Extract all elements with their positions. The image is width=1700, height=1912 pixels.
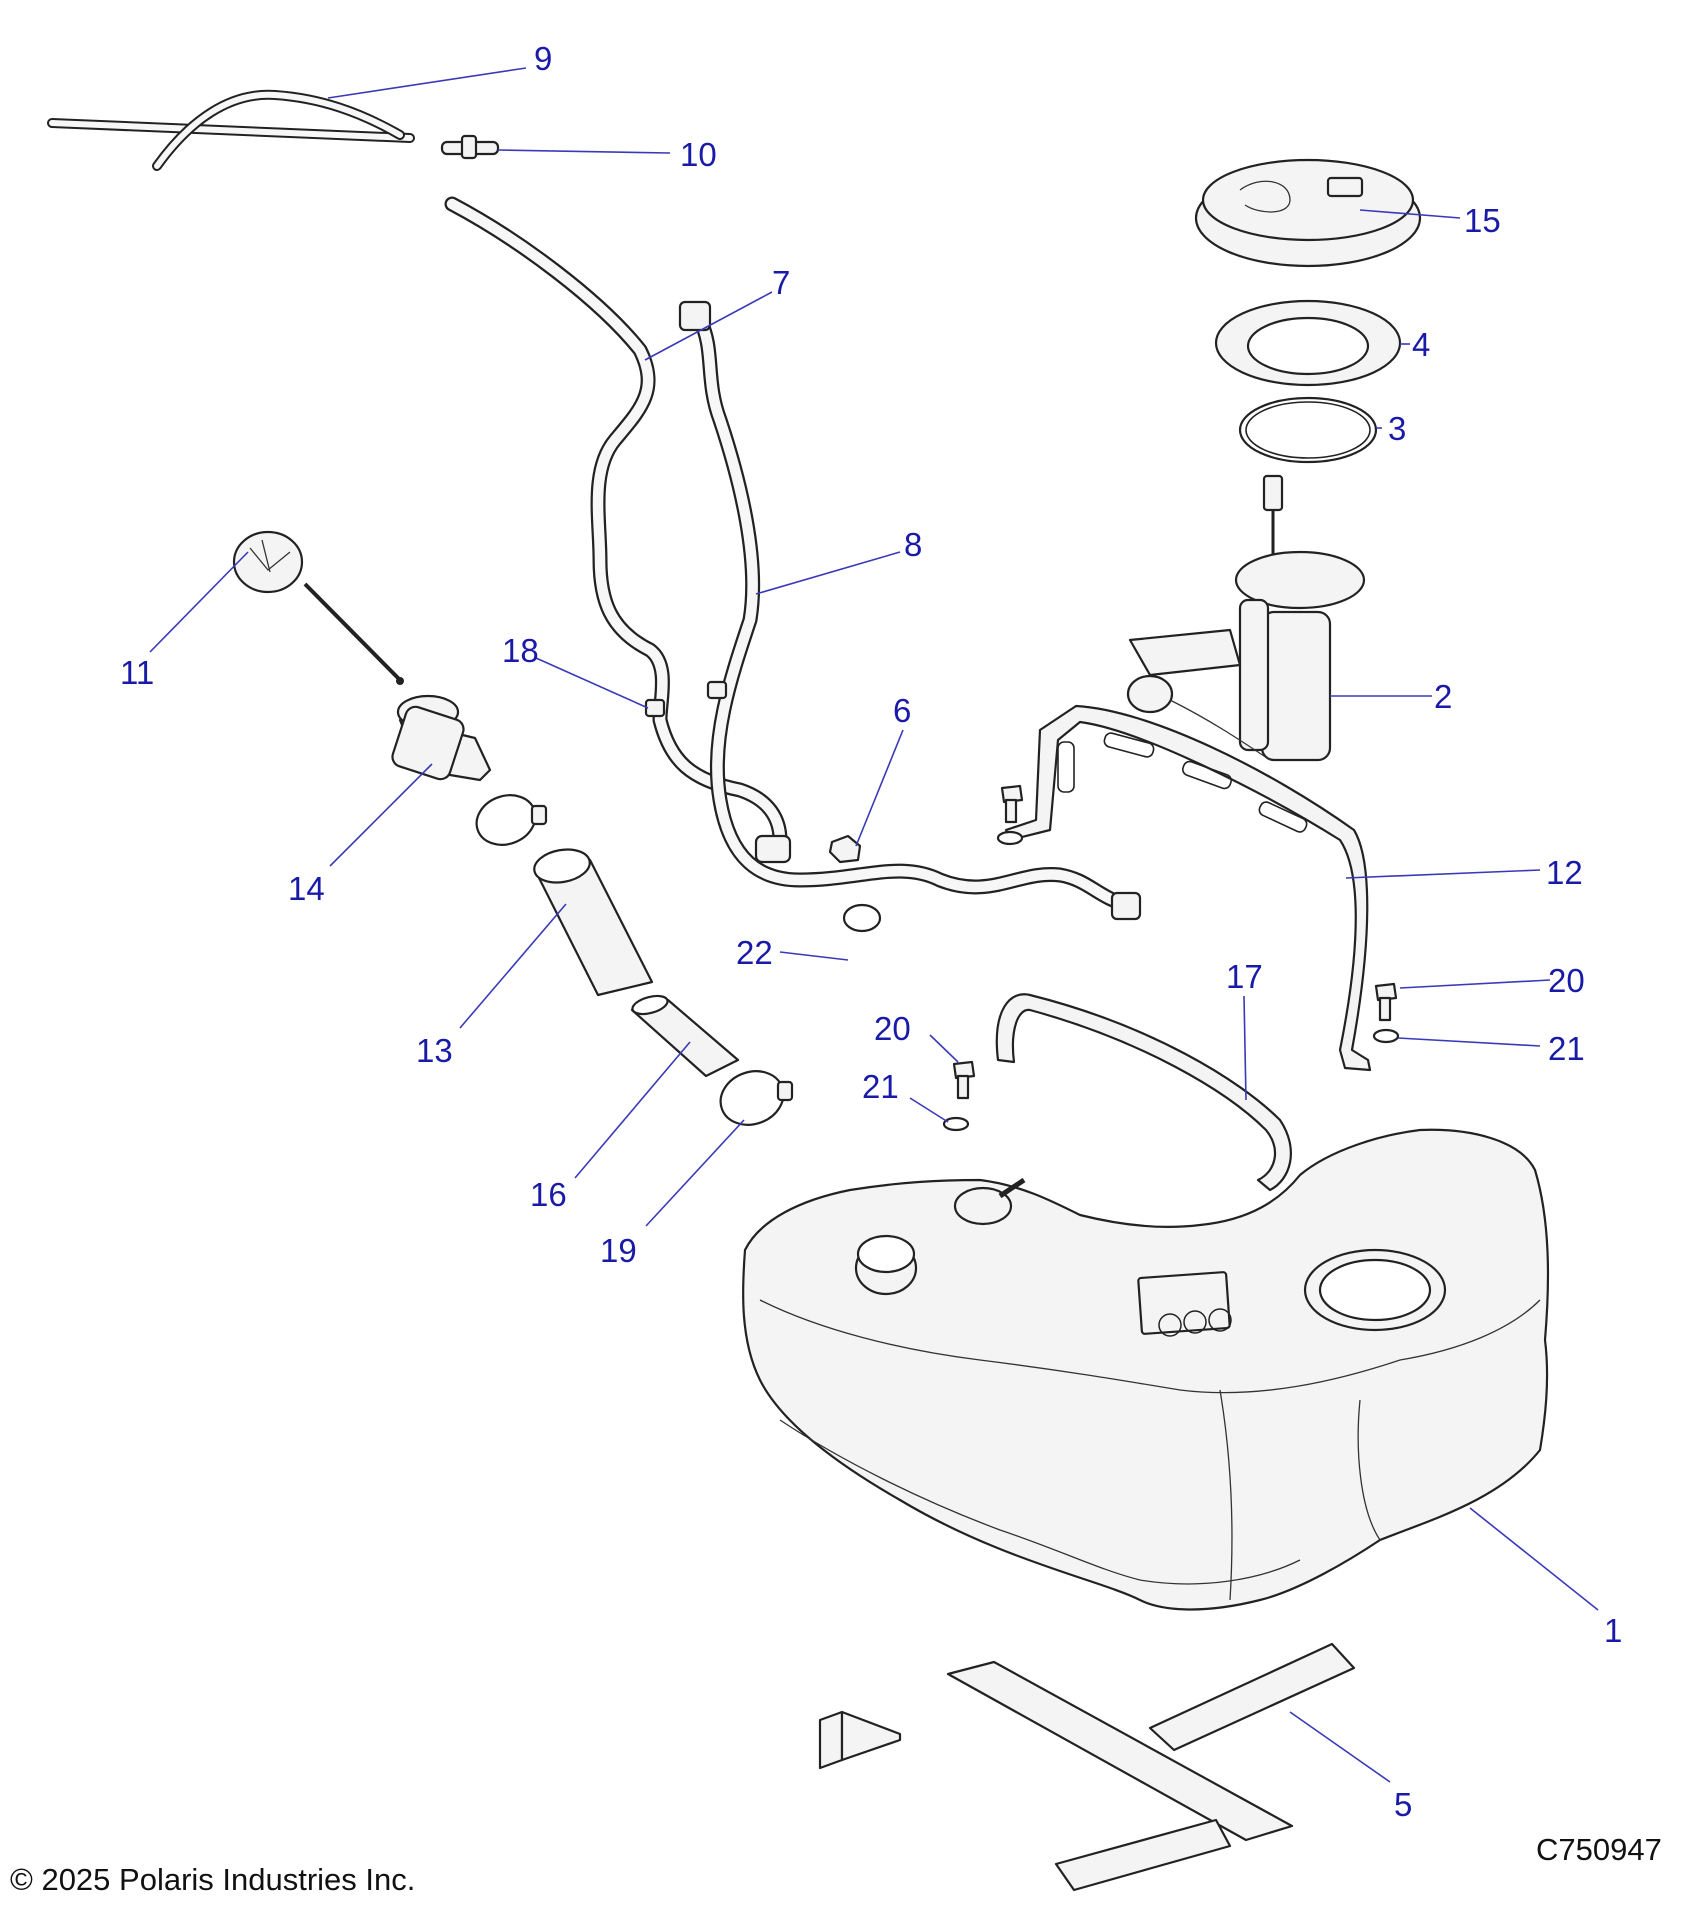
callout-1: 1	[1604, 1612, 1622, 1649]
callout-7: 7	[772, 264, 790, 301]
part-13-filler-hose	[533, 848, 654, 997]
part-17-tank-strap-rear	[995, 993, 1292, 1192]
part-18-hose-clip	[644, 680, 728, 718]
callout-4: 4	[1412, 326, 1430, 363]
part-19-hose-clamp-lower	[719, 1070, 794, 1126]
callout-9: 9	[534, 40, 552, 77]
callout-20-mid: 20	[874, 1010, 911, 1047]
part-8-fuel-line	[678, 300, 1142, 921]
part-21-washer-left	[996, 830, 1024, 846]
callout-15: 15	[1464, 202, 1501, 239]
leader-lines	[149, 67, 1599, 1783]
part-14-filler-neck	[391, 694, 492, 782]
callout-2: 2	[1434, 678, 1452, 715]
part-15-pump-cover	[1194, 158, 1422, 268]
callout-12: 12	[1546, 854, 1583, 891]
copyright-notice: © 2025 Polaris Industries Inc.	[10, 1862, 416, 1897]
callout-8: 8	[904, 526, 922, 563]
callout-22: 22	[736, 934, 773, 971]
callout-6: 6	[893, 692, 911, 729]
callout-3: 3	[1388, 410, 1406, 447]
callout-19: 19	[600, 1232, 637, 1269]
callout-18: 18	[502, 632, 539, 669]
part-2-fuel-pump	[1126, 474, 1366, 762]
callout-17: 17	[1226, 958, 1263, 995]
part-20-bolt-right	[1374, 982, 1398, 1022]
part-19-hose-clamp-upper	[475, 794, 548, 846]
callout-14: 14	[288, 870, 325, 907]
part-3-seal	[1238, 396, 1378, 464]
part-1-fuel-tank	[742, 1128, 1550, 1611]
part-20-bolt-mid	[952, 1060, 976, 1100]
callout-21-mid: 21	[862, 1068, 899, 1105]
part-16-filler-tube	[630, 994, 740, 1078]
callout-13: 13	[416, 1032, 453, 1069]
callout-11: 11	[120, 654, 154, 691]
part-4-lock-ring	[1214, 299, 1402, 387]
part-11-fuel-cap	[232, 530, 404, 685]
part-6-clip	[828, 834, 862, 864]
callout-5: 5	[1394, 1786, 1412, 1823]
callout-labels: 1 2 3 4 5 6 7 8 9 10 11 12 13 14 15 16 1…	[120, 40, 1622, 1823]
part-9-vent-hose	[47, 89, 415, 171]
part-22-hose-clamp	[842, 903, 882, 933]
part-12-tank-strap-front	[1004, 704, 1372, 1072]
figure-id: C750947	[1536, 1832, 1662, 1867]
callout-20-right: 20	[1548, 962, 1585, 999]
part-21-washer-mid	[942, 1116, 970, 1132]
callout-21-right: 21	[1548, 1030, 1585, 1067]
part-20-bolt-left	[1000, 784, 1024, 824]
part-7-vent-hose	[444, 196, 792, 864]
part-5-tank-pads	[818, 1642, 1356, 1892]
part-21-washer-right	[1372, 1028, 1400, 1044]
callout-10: 10	[680, 136, 717, 173]
part-10-hose-fitting	[440, 134, 500, 160]
callout-16: 16	[530, 1176, 567, 1213]
